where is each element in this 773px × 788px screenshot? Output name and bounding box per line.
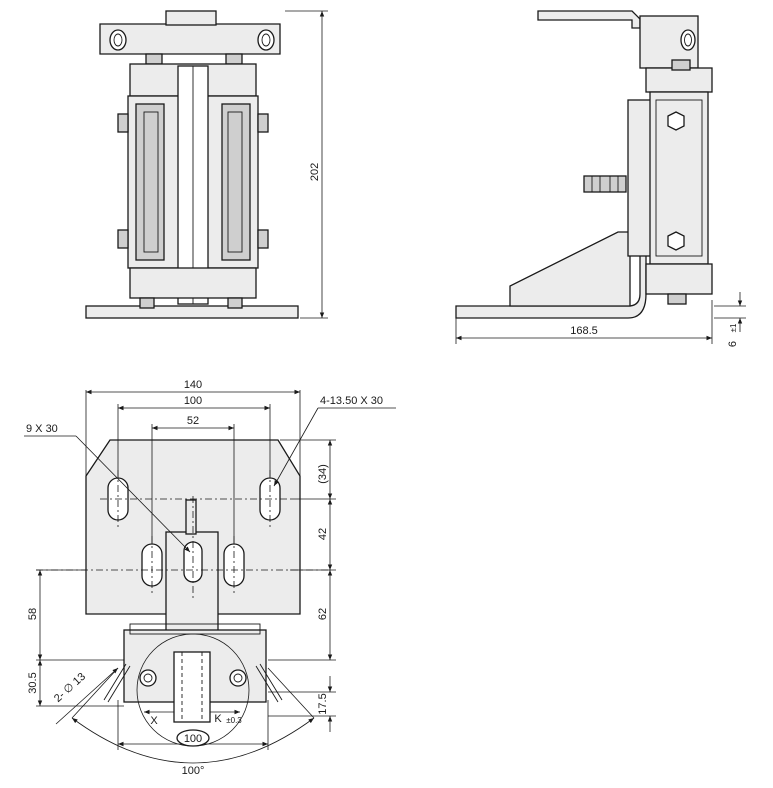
side-upper-clamp bbox=[645, 67, 713, 93]
top-angle-label: 100° bbox=[182, 765, 205, 777]
top-center-pin bbox=[185, 499, 197, 535]
top-center-slot-callout: 9 X 30 bbox=[26, 423, 58, 435]
top-label-k: K bbox=[214, 713, 222, 725]
side-housing-back bbox=[627, 99, 653, 257]
top-dim-30-5: 30.5 bbox=[27, 672, 39, 693]
front-lower-nut-left bbox=[139, 297, 155, 309]
top-slot-mid-right bbox=[223, 543, 245, 587]
side-upper-nut bbox=[671, 59, 691, 71]
top-bolt-left bbox=[139, 669, 157, 687]
front-height-dim: 202 bbox=[309, 163, 321, 181]
side-hex-bolt-top bbox=[667, 111, 685, 131]
front-right-liner bbox=[221, 103, 251, 261]
top-dim-17-5: 17.5 bbox=[317, 693, 329, 714]
front-bolt-left-top bbox=[117, 113, 129, 133]
top-dim-140: 140 bbox=[184, 379, 202, 391]
side-view: 168.5 6 ±1 bbox=[455, 10, 746, 347]
front-upper-nut-left bbox=[145, 53, 163, 65]
top-dim-58: 58 bbox=[27, 608, 39, 620]
side-thickness-tol: ±1 bbox=[729, 323, 738, 332]
front-top-bracket bbox=[99, 23, 281, 55]
top-k-tolerance: ±0.3 bbox=[226, 716, 242, 725]
side-top-bracket bbox=[537, 10, 641, 29]
front-left-ear-hole bbox=[109, 29, 127, 51]
side-gusset bbox=[509, 231, 631, 307]
top-slot-mid-left bbox=[141, 543, 163, 587]
front-right-ear-hole bbox=[257, 29, 275, 51]
front-right-liner-inner bbox=[227, 111, 243, 253]
side-length-dim: 168.5 bbox=[570, 325, 598, 337]
front-bolt-right-top bbox=[257, 113, 269, 133]
top-dim-62: 62 bbox=[317, 608, 329, 620]
top-view: 140 100 52 4-13.50 X 30 9 X 30 (34) 42 6… bbox=[24, 379, 396, 777]
front-right-ear-inner bbox=[261, 33, 271, 47]
front-lower-nut-right bbox=[227, 297, 243, 309]
front-left-liner-inner bbox=[143, 111, 159, 253]
side-adjust-bolt bbox=[583, 175, 627, 193]
top-slot-callout: 4-13.50 X 30 bbox=[320, 395, 383, 407]
side-housing-inner bbox=[655, 99, 703, 257]
top-dim-42: 42 bbox=[317, 528, 329, 540]
side-top-hole bbox=[680, 29, 696, 51]
side-hex-bolt-bottom bbox=[667, 231, 685, 251]
front-upper-nut-right bbox=[225, 53, 243, 65]
top-dim-52: 52 bbox=[187, 415, 199, 427]
side-lower-clamp bbox=[645, 263, 713, 295]
front-left-ear-inner bbox=[113, 33, 123, 47]
front-bolt-right-bottom bbox=[257, 229, 269, 249]
front-top-tab bbox=[165, 10, 217, 26]
top-rail-slot bbox=[173, 651, 211, 723]
side-lower-nut bbox=[667, 293, 687, 305]
front-bolt-left-bottom bbox=[117, 229, 129, 249]
front-view: 202 bbox=[85, 10, 328, 319]
front-lower-clamp bbox=[129, 267, 257, 299]
top-dim-bottom-100: 100 bbox=[184, 733, 202, 745]
top-bolt-right bbox=[229, 669, 247, 687]
front-base-plate bbox=[85, 305, 299, 319]
top-dim-34: (34) bbox=[317, 464, 329, 484]
front-left-liner bbox=[135, 103, 165, 261]
top-dim-100: 100 bbox=[184, 395, 202, 407]
top-dim-100-bubble bbox=[176, 729, 210, 747]
top-angle-arc bbox=[71, 717, 315, 764]
top-label-x: X bbox=[150, 715, 158, 727]
side-thickness-dim: 6 bbox=[727, 341, 739, 347]
top-screw-right bbox=[259, 663, 283, 701]
top-screw-left bbox=[103, 663, 127, 701]
